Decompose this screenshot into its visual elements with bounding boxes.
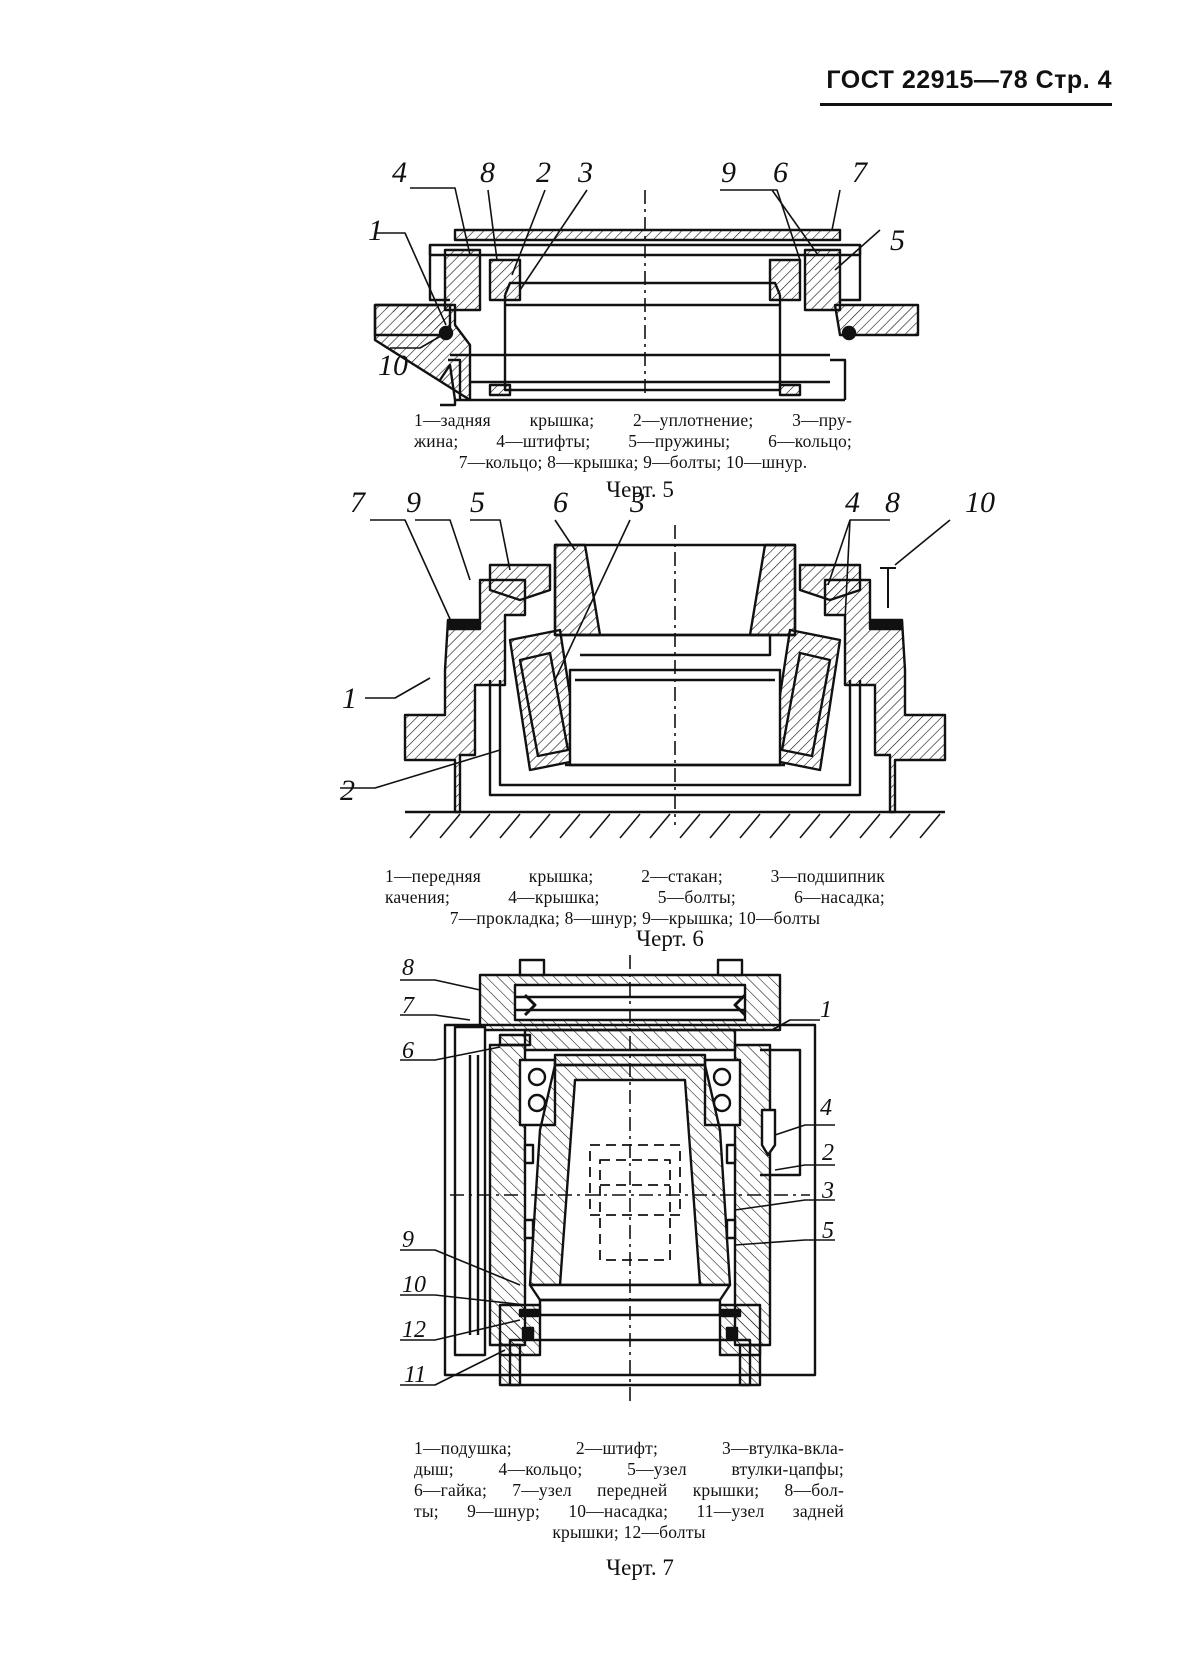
fig6-label-3: 3 <box>629 486 645 519</box>
fig6-label-6: 6 <box>553 486 568 519</box>
fig6-label-8: 8 <box>885 486 900 519</box>
fig6-caption: Черт. 6 <box>636 926 704 951</box>
fig5-legend-line: 1—задняя крышка; 2—уплотнение; 3—пру- <box>414 410 852 430</box>
drawing-fig-6: 7 9 5 6 3 4 8 10 1 2 <box>340 486 995 839</box>
fig5-label-10: 10 <box>378 349 408 382</box>
fig5-label-9: 9 <box>721 156 736 189</box>
fig6-legend-line: 7—прокладка; 8—шнур; 9—крышка; 10—болты <box>449 908 821 928</box>
fig6-label-2: 2 <box>340 774 355 807</box>
fig5-legend-line: жина; 4—штифты; 5—пружины; 6—кольцо; <box>414 431 852 451</box>
fig5-label-1: 1 <box>368 214 383 247</box>
fig6-legend-line: качения; 4—крышка; 5—болты; 6—насадка; <box>385 887 885 907</box>
fig7-label-8: 8 <box>402 955 414 981</box>
page-header: ГОСТ 22915—78 Стр. 4 <box>826 66 1112 94</box>
fig6-label-5: 5 <box>470 486 485 519</box>
fig7-legend-line: ты; 9—шнур; 10—насадка; 11—узел задней <box>414 1501 844 1521</box>
fig7-legend: 1—подушка; 2—штифт; 3—втулка-вкла- дыш; … <box>414 1438 844 1543</box>
fig7-label-1: 1 <box>820 997 832 1023</box>
fig7-legend-line: крышки; 12—болты <box>552 1522 706 1542</box>
fig7-label-9: 9 <box>402 1227 414 1253</box>
fig5-label-6: 6 <box>773 156 788 189</box>
fig7-label-5: 5 <box>822 1218 834 1244</box>
fig7-label-11: 11 <box>404 1362 426 1388</box>
fig7-legend-line: дыш; 4—кольцо; 5—узел втулки-цапфы; <box>414 1459 844 1479</box>
header-rule <box>820 103 1112 106</box>
fig5-label-3: 3 <box>577 156 593 189</box>
fig5-label-8: 8 <box>480 156 495 189</box>
fig6-label-7: 7 <box>350 486 367 519</box>
fig6-label-10: 10 <box>965 486 995 519</box>
fig7-label-4: 4 <box>820 1095 832 1121</box>
fig7-label-2: 2 <box>822 1140 834 1166</box>
fig7-label-10: 10 <box>402 1272 426 1298</box>
fig5-label-4: 4 <box>392 156 407 189</box>
fig6-label-1: 1 <box>342 682 357 715</box>
fig5-label-2: 2 <box>536 156 551 189</box>
fig6-label-9: 9 <box>406 486 421 519</box>
fig7-label-3: 3 <box>821 1178 834 1204</box>
drawing-fig-7: 8 7 6 1 4 2 3 5 9 10 12 11 <box>400 955 835 1405</box>
fig5-caption: Черт. 5 <box>606 477 674 502</box>
fig7-label-7: 7 <box>402 993 415 1019</box>
fig7-legend-line: 1—подушка; 2—штифт; 3—втулка-вкла- <box>414 1438 844 1458</box>
fig6-legend: 1—передняя крышка; 2—стакан; 3—подшипник… <box>385 866 885 929</box>
drawing-fig-5: 4 8 2 3 9 6 7 5 1 10 <box>368 156 920 407</box>
fig6-label-4: 4 <box>845 486 860 519</box>
fig5-legend-line: 7—кольцо; 8—крышка; 9—болты; 10—шнур. <box>458 452 808 472</box>
fig5-label-7: 7 <box>852 156 869 189</box>
fig7-caption: Черт. 7 <box>606 1555 674 1580</box>
fig7-label-12: 12 <box>402 1317 426 1343</box>
fig6-legend-line: 1—передняя крышка; 2—стакан; 3—подшипник <box>385 866 885 886</box>
fig7-label-6: 6 <box>402 1038 414 1064</box>
fig7-legend-line: 6—гайка; 7—узел передней крышки; 8—бол- <box>414 1480 844 1500</box>
fig5-label-5: 5 <box>890 224 905 257</box>
fig5-legend: 1—задняя крышка; 2—уплотнение; 3—пру- жи… <box>414 410 852 473</box>
